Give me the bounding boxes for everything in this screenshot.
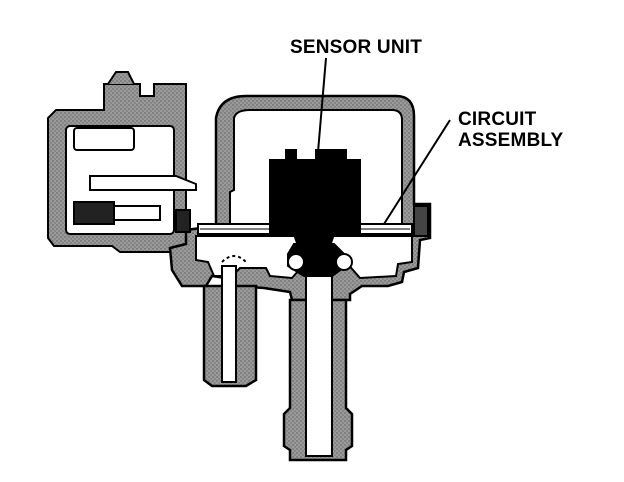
- sensor-unit-leader: [317, 57, 327, 153]
- pressure-port: [282, 275, 354, 462]
- circuit-assembly-label-line2: ASSEMBLY: [458, 130, 564, 151]
- circuit-assembly-label-line1: CIRCUIT: [458, 109, 537, 130]
- circuit-assembly-leader: [383, 119, 451, 225]
- sensor-unit-label: SENSOR UNIT: [290, 37, 423, 58]
- sensor-unit: [269, 149, 361, 277]
- vacuum-port-left: [202, 265, 258, 388]
- electrical-connector: [47, 71, 197, 253]
